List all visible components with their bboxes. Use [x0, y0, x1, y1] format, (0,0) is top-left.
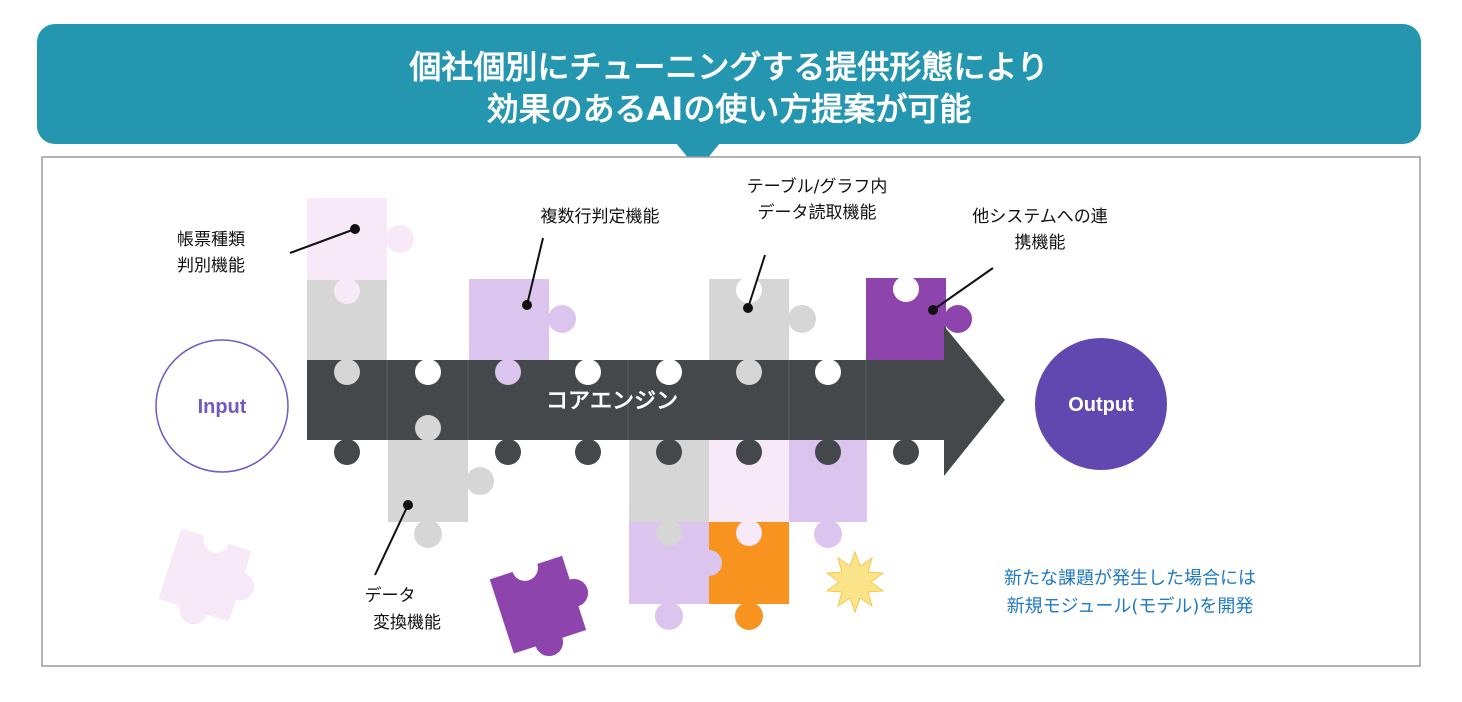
piece-table-graph [709, 277, 816, 360]
label-table-graph-1: テーブル/グラフ内 [747, 176, 888, 197]
output-node: Output [1035, 338, 1167, 470]
label-form-type-2: 判別機能 [177, 256, 245, 276]
callout-line-2: 効果のあるAIの使い方提案が可能 [487, 90, 972, 128]
label-table-graph-2: データ読取機能 [758, 202, 877, 223]
leader-integration [932, 267, 994, 311]
label-form-type-1: 帳票種類 [177, 230, 245, 250]
note-line-2: 新規モジュール(モデル)を開発 [1007, 596, 1254, 617]
core-engine-band: コアエンジン [307, 326, 1005, 476]
leader-data-convert [374, 504, 409, 576]
output-label: Output [1068, 394, 1134, 416]
callout-box [37, 24, 1421, 144]
input-label: Input [198, 396, 247, 418]
input-node: Input [155, 339, 289, 473]
starburst-icon [825, 550, 885, 614]
label-multi-line: 複数行判定機能 [541, 207, 660, 227]
loose-piece-purple [489, 554, 589, 657]
piece-bottom-lavender-right [789, 440, 867, 548]
piece-bottom-orange [696, 520, 789, 630]
piece-form-type-gray [307, 278, 387, 360]
callout-banner: 個社個別にチューニングする提供形態により 効果のあるAIの使い方提案が可能 [37, 24, 1421, 170]
piece-multi-line [469, 279, 576, 360]
leader-dots [350, 224, 938, 510]
leader-form-type [289, 228, 356, 254]
piece-data-convert [388, 440, 494, 548]
piece-bottom-lavender-left [629, 520, 709, 630]
note-line-1: 新たな課題が発生した場合には [1004, 568, 1256, 589]
label-data-convert-1: データ [365, 585, 416, 606]
label-integration-1: 他システムへの連 [972, 207, 1108, 227]
leader-table-graph [747, 254, 766, 309]
piece-form-type-top [307, 198, 414, 280]
callout-line-1: 個社個別にチューニングする提供形態により [408, 48, 1048, 86]
label-integration-2: 携機能 [1015, 233, 1066, 253]
leader-multi-line [526, 237, 544, 306]
leader-lines [289, 228, 994, 576]
label-data-convert-2: 変換機能 [373, 613, 441, 633]
loose-piece-light-pink [158, 526, 255, 625]
core-engine-label: コアエンジン [546, 389, 678, 414]
